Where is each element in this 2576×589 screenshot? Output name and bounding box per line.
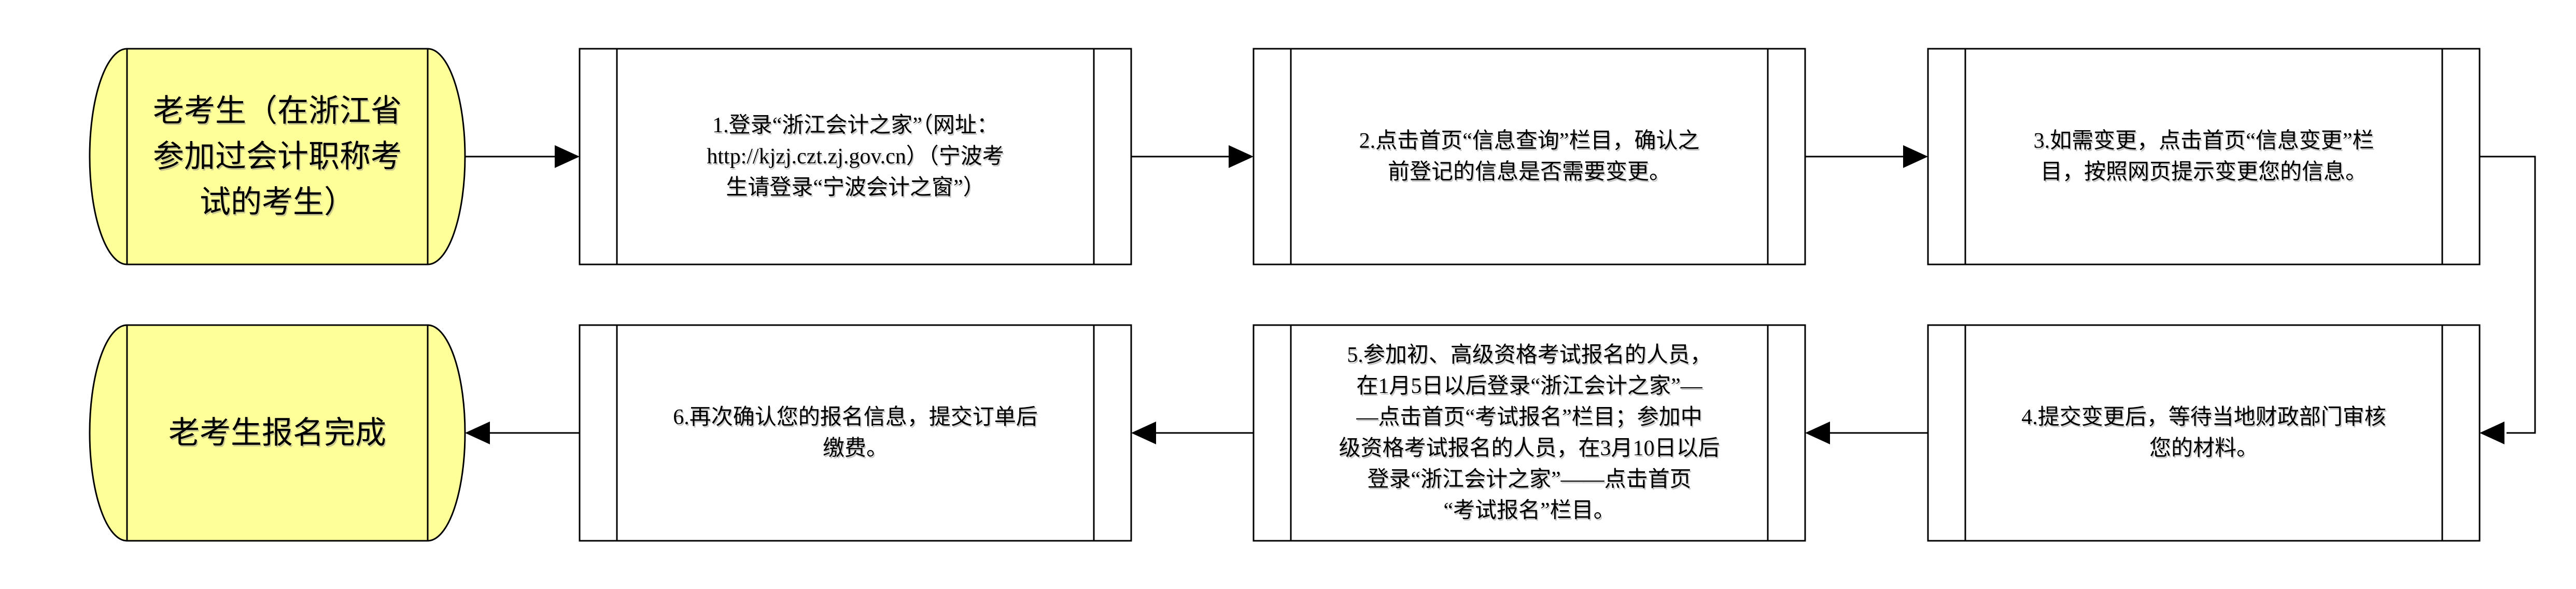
arrow-step2-to-step3 bbox=[1805, 145, 1928, 168]
process-box-step1 bbox=[579, 48, 1132, 265]
process-box-step3 bbox=[1927, 48, 2481, 265]
end-terminator-shape bbox=[89, 324, 466, 542]
arrow-step1-to-step2 bbox=[1131, 145, 1254, 168]
process-box-step6 bbox=[579, 324, 1132, 542]
arrow-step4-to-step5 bbox=[1805, 422, 1928, 444]
arrow-step6-to-end bbox=[465, 422, 580, 444]
arrow-start-to-step1 bbox=[465, 145, 580, 168]
process-box-step5 bbox=[1252, 324, 1806, 542]
start-terminator-shape bbox=[89, 48, 466, 265]
arrow-step5-to-step6 bbox=[1131, 422, 1254, 444]
process-box-step4 bbox=[1927, 324, 2481, 542]
process-box-step2 bbox=[1252, 48, 1806, 265]
arrow-step3-to-step4 bbox=[2480, 156, 2536, 444]
